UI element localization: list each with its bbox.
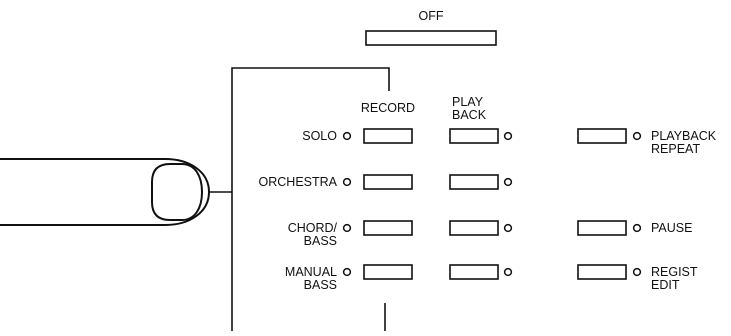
playback-repeat-led [634, 133, 641, 140]
orchestra-playback-button[interactable] [450, 175, 498, 189]
orchestra-record-button[interactable] [364, 175, 412, 189]
finger-icon [0, 159, 209, 225]
manual-bass-record-button[interactable] [364, 265, 412, 279]
orchestra-led [344, 179, 351, 186]
solo-playback-button[interactable] [450, 129, 498, 143]
chord-bass-playback-led [505, 225, 512, 232]
off-label: OFF [396, 10, 466, 23]
manual-bass-label-line2: BASS [304, 279, 337, 292]
orchestra-label: ORCHESTRA [259, 176, 337, 189]
regist-edit-button[interactable] [578, 265, 626, 279]
manual-bass-led [344, 269, 351, 276]
regist-edit-label-line2: EDIT [651, 279, 679, 292]
playback-repeat-label-line2: REPEAT [651, 143, 700, 156]
playback-repeat-button[interactable] [578, 129, 626, 143]
chord-bass-label-line2: BASS [304, 235, 337, 248]
off-button[interactable] [366, 31, 496, 45]
manual-bass-playback-led [505, 269, 512, 276]
orchestra-playback-led [505, 179, 512, 186]
pause-led [634, 225, 641, 232]
regist-edit-led [634, 269, 641, 276]
playback-column-label-line2: BACK [452, 109, 486, 122]
pause-label: PAUSE [651, 222, 692, 235]
solo-record-button[interactable] [364, 129, 412, 143]
record-column-label: RECORD [345, 102, 431, 115]
solo-playback-led [505, 133, 512, 140]
solo-label: SOLO [302, 130, 337, 143]
chord-bass-led [344, 225, 351, 232]
solo-led [344, 133, 351, 140]
manual-bass-playback-button[interactable] [450, 265, 498, 279]
pause-button[interactable] [578, 221, 626, 235]
chord-bass-record-button[interactable] [364, 221, 412, 235]
chord-bass-playback-button[interactable] [450, 221, 498, 235]
